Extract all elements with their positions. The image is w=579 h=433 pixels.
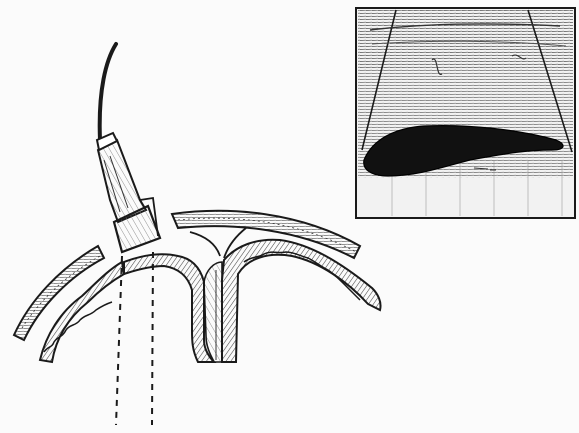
ultrasound-probe-sketch [97,133,160,252]
ultrasound-beam-lines [116,252,153,425]
anatomical-cross-section [14,211,381,362]
ultrasound-image-inset [356,8,575,218]
probe-cable [100,44,116,140]
